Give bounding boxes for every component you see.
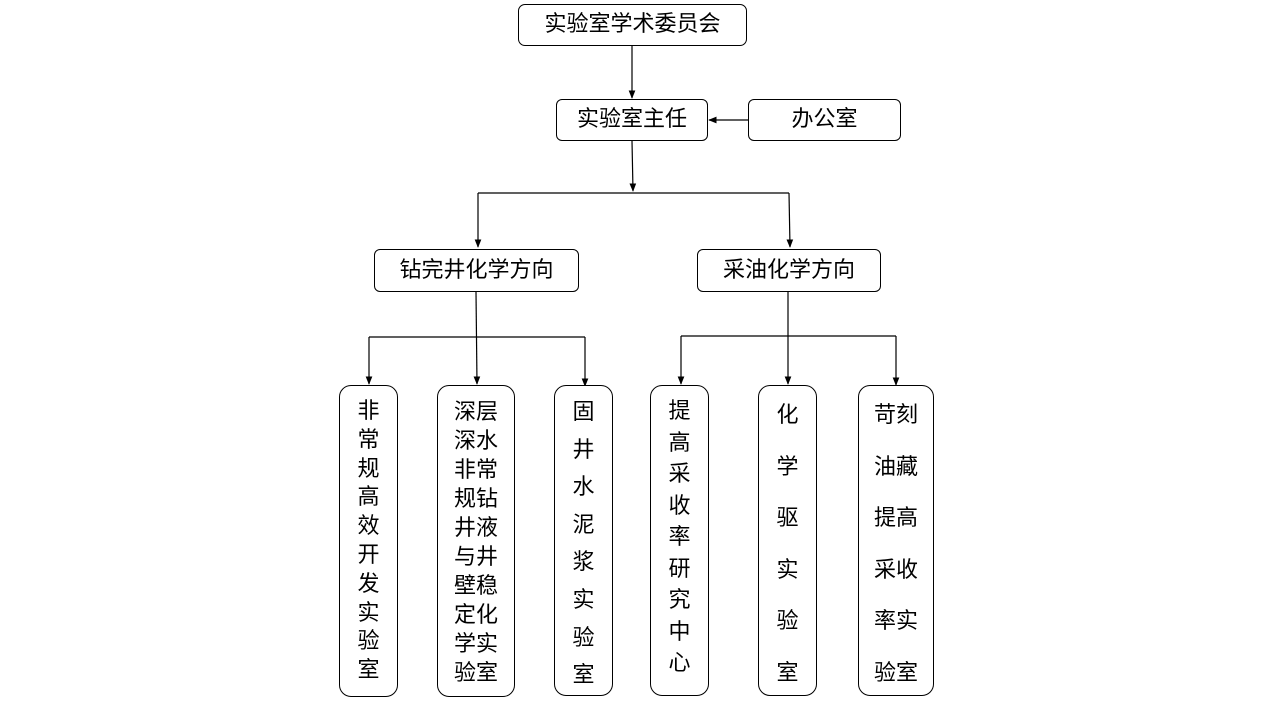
node-lab-chemical-flooding-label: 化 学 驱 实 验 室: [776, 403, 799, 686]
connector-to-oil: [786, 192, 794, 248]
node-office: 办公室: [748, 99, 901, 141]
node-director: 实验室主任: [556, 99, 708, 141]
node-lab-unconventional: 非 常 规 高 效 开 发 实 验 室: [339, 385, 398, 697]
node-lab-cement-slurry-label: 固 井 水 泥 浆 实 验 室: [572, 400, 595, 689]
node-lab-harsh-reservoir-eor-label: 苛刻 油藏 提高 采收 率实 验室: [873, 403, 918, 686]
node-drilling-direction: 钻完井化学方向: [374, 249, 579, 292]
node-lab-cement-slurry: 固 井 水 泥 浆 实 验 室: [554, 385, 613, 696]
connector-director-split: [629, 140, 637, 192]
node-committee: 实验室学术委员会: [518, 4, 747, 46]
node-lab-eor-center-label: 提 高 采 收 率 研 究 中 心: [668, 399, 691, 676]
node-lab-deep-water-drilling-label: 深层 深水 非常 规钻 井液 与井 壁稳 定化 学实 验室: [453, 400, 498, 686]
connector-drilling-down: [473, 291, 481, 385]
node-lab-harsh-reservoir-eor: 苛刻 油藏 提高 采收 率实 验室: [858, 385, 934, 696]
node-lab-chemical-flooding: 化 学 驱 实 验 室: [758, 385, 817, 696]
node-lab-eor-center: 提 高 采 收 率 研 究 中 心: [650, 385, 709, 696]
node-lab-deep-water-drilling: 深层 深水 非常 规钻 井液 与井 壁稳 定化 学实 验室: [437, 385, 515, 697]
node-lab-unconventional-label: 非 常 规 高 效 开 发 实 验 室: [357, 399, 380, 684]
node-oil-direction: 采油化学方向: [697, 249, 881, 292]
